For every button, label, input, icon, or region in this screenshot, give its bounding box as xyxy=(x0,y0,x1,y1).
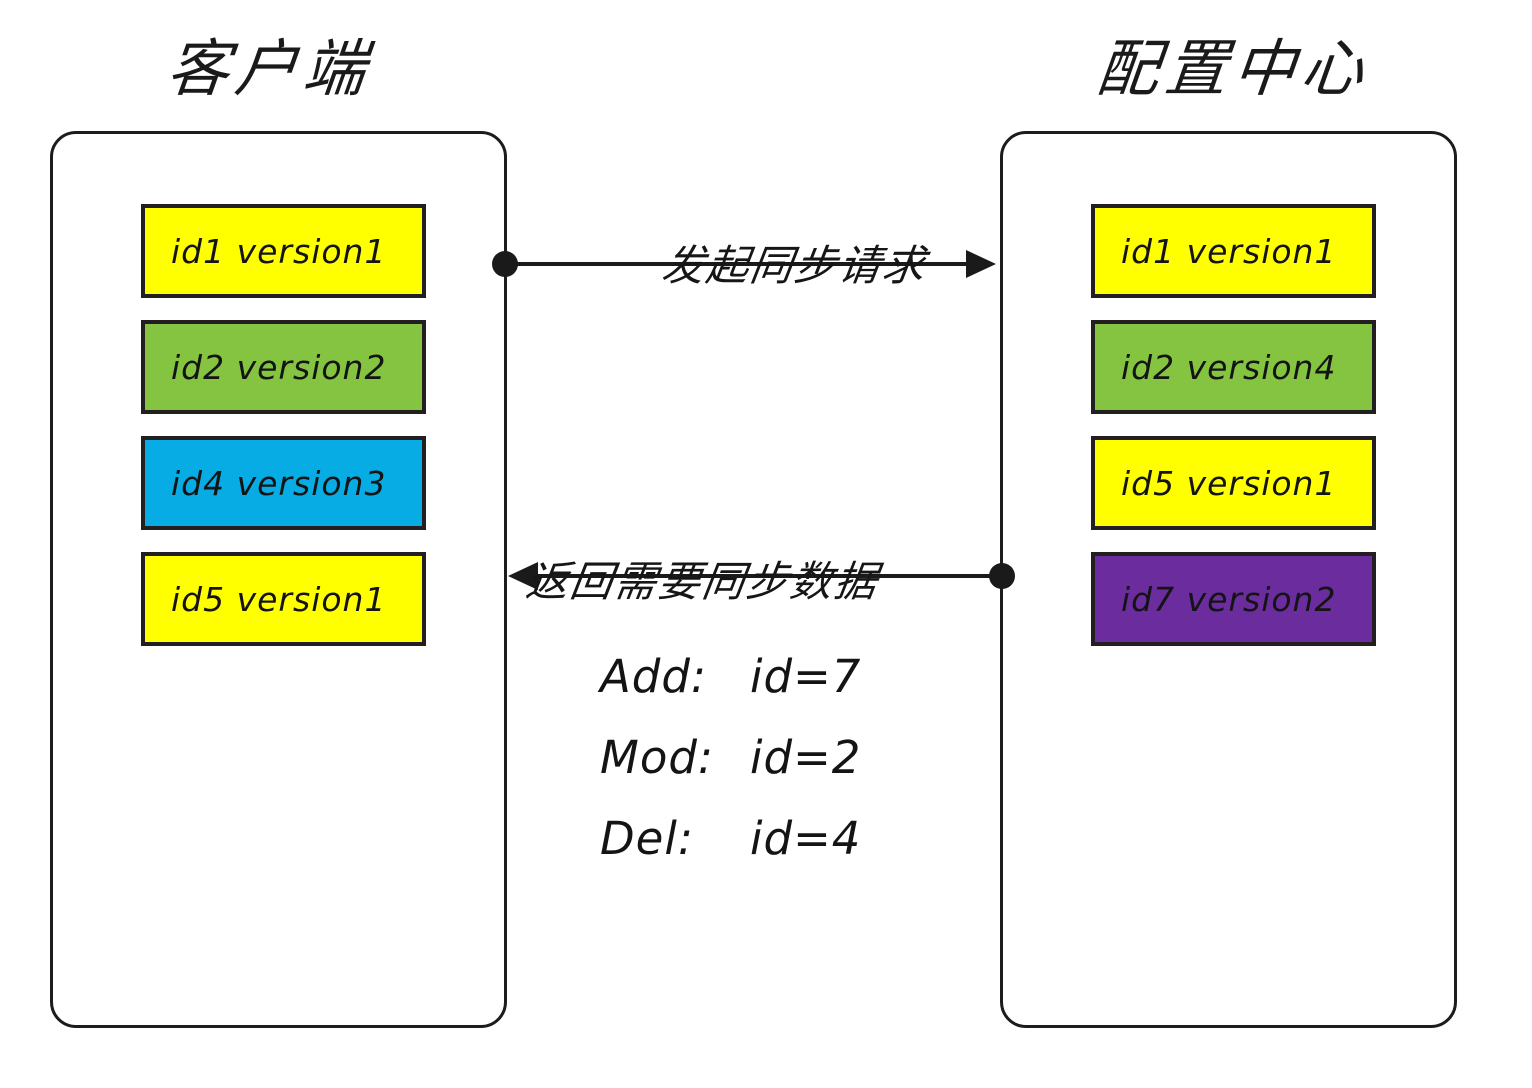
client-config-item-3-label: id4 version3 xyxy=(171,463,387,503)
response-edge-label: 返回需要同步数据 xyxy=(523,557,883,606)
client-config-item-2-label: id2 version2 xyxy=(171,347,387,387)
request-edge-label: 发起同步请求 xyxy=(659,241,931,290)
operation-add-value: id=7 xyxy=(750,650,862,703)
server-config-item-2[interactable]: id2 version4 xyxy=(1091,320,1376,414)
config-center-panel: id1 version1 id2 version4 id5 version1 i… xyxy=(1000,131,1457,1028)
client-panel: id1 version1 id2 version2 id4 version3 i… xyxy=(50,131,507,1028)
client-config-item-1-label: id1 version1 xyxy=(171,231,387,271)
server-config-item-1[interactable]: id1 version1 xyxy=(1091,204,1376,298)
operation-row-del: Del: id=4 xyxy=(600,812,920,865)
operation-mod-name: Mod: xyxy=(600,731,715,784)
client-config-item-1[interactable]: id1 version1 xyxy=(141,204,426,298)
config-center-title: 配置中心 xyxy=(1093,32,1374,105)
client-config-item-4[interactable]: id5 version1 xyxy=(141,552,426,646)
server-config-item-4-label: id7 version2 xyxy=(1121,579,1337,619)
server-config-item-2-label: id2 version4 xyxy=(1121,347,1337,387)
server-config-item-3-label: id5 version1 xyxy=(1121,463,1337,503)
sync-operations-list: Add: id=7 Mod: id=2 Del: id=4 xyxy=(600,650,920,893)
client-config-item-4-label: id5 version1 xyxy=(171,579,387,619)
operation-add-name: Add: xyxy=(600,650,708,703)
client-config-item-2[interactable]: id2 version2 xyxy=(141,320,426,414)
request-arrowhead-icon xyxy=(966,250,996,278)
operation-del-value: id=4 xyxy=(750,812,862,865)
operation-row-add: Add: id=7 xyxy=(600,650,920,703)
client-config-item-3[interactable]: id4 version3 xyxy=(141,436,426,530)
server-config-item-3[interactable]: id5 version1 xyxy=(1091,436,1376,530)
server-config-item-1-label: id1 version1 xyxy=(1121,231,1337,271)
operation-del-name: Del: xyxy=(600,812,694,865)
operation-mod-value: id=2 xyxy=(750,731,862,784)
client-item-list: id1 version1 id2 version2 id4 version3 i… xyxy=(141,204,426,668)
server-config-item-4[interactable]: id7 version2 xyxy=(1091,552,1376,646)
server-item-list: id1 version1 id2 version4 id5 version1 i… xyxy=(1091,204,1376,668)
operation-row-mod: Mod: id=2 xyxy=(600,731,920,784)
client-title: 客户端 xyxy=(163,32,376,105)
